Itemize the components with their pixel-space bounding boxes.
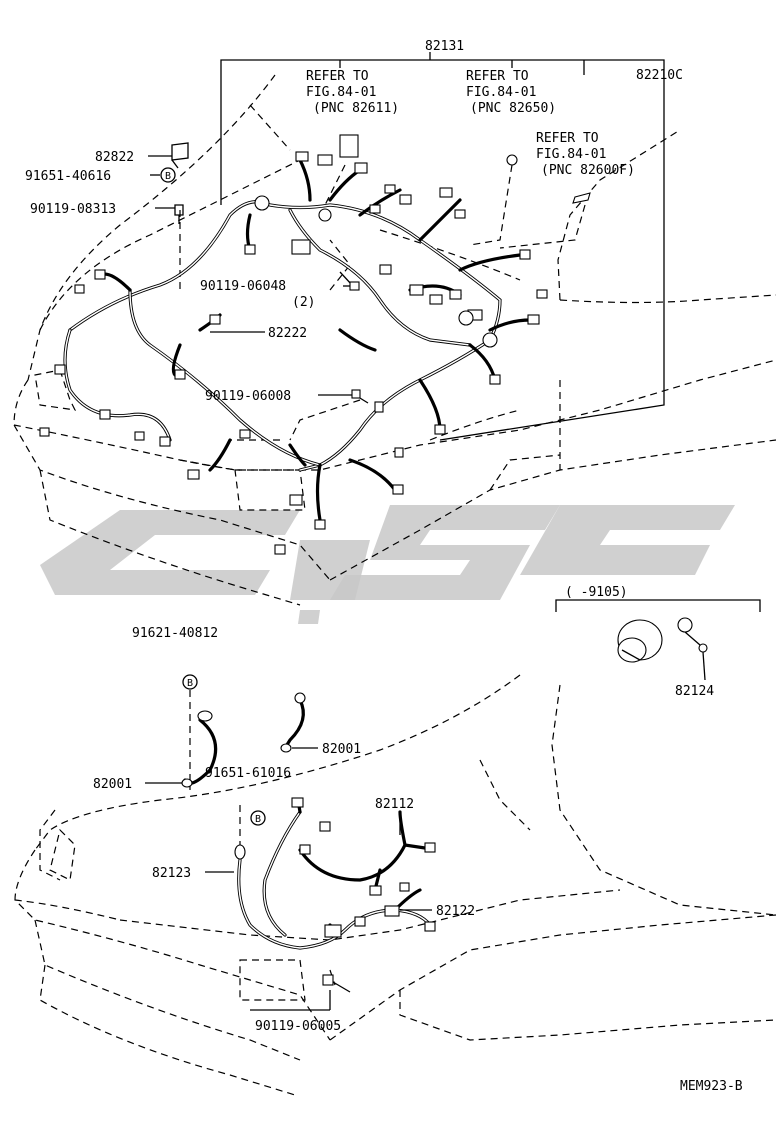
- label-91651-61016: 91651-61016: [205, 766, 291, 781]
- label-91651-40616: 91651-40616: [25, 169, 111, 184]
- label-range-9105: ( -9105): [565, 585, 628, 600]
- label-82131: 82131: [425, 39, 464, 54]
- svg-text:FIG.84-01: FIG.84-01: [466, 85, 536, 100]
- lower-bolt: [322, 974, 351, 993]
- upper-leader-lines: [179, 104, 586, 441]
- svg-text:(PNC 82611): (PNC 82611): [313, 101, 399, 116]
- upper-bolts: [171, 142, 384, 413]
- svg-text:REFER TO: REFER TO: [306, 69, 369, 84]
- svg-text:FIG.84-01: FIG.84-01: [306, 85, 376, 100]
- bolt-badge-mid: B: [182, 674, 198, 690]
- svg-text:REFER TO: REFER TO: [466, 69, 529, 84]
- refer-note-82611: REFER TO FIG.84-01 (PNC 82611): [306, 69, 399, 116]
- top-callout-brackets: [220, 52, 665, 441]
- label-82112: 82112: [375, 797, 414, 812]
- svg-text:FIG.84-01: FIG.84-01: [536, 147, 606, 162]
- label-82001-right: 82001: [322, 742, 361, 757]
- label-82222: 82222: [268, 326, 307, 341]
- label-90119-06005: 90119-06005: [255, 1019, 341, 1034]
- label-91621-40812: 91621-40812: [132, 626, 218, 641]
- upper-connectors: [39, 134, 591, 555]
- label-82001-left: 82001: [93, 777, 132, 792]
- svg-text:B: B: [255, 814, 261, 825]
- svg-text:B: B: [187, 678, 193, 689]
- label-82822: 82822: [95, 150, 134, 165]
- label-82123: 82123: [152, 866, 191, 881]
- svg-text:REFER TO: REFER TO: [536, 131, 599, 146]
- label-90119-06048: 90119-06048: [200, 279, 286, 294]
- svg-text:(PNC 82600F): (PNC 82600F): [541, 163, 635, 178]
- label-82122: 82122: [436, 904, 475, 919]
- label-90119-06008: 90119-06008: [205, 389, 291, 404]
- bolt-badge-top: B: [160, 167, 176, 183]
- bolt-badge-lower: B: [250, 810, 266, 826]
- upper-label-leaders: [148, 155, 352, 396]
- refer-note-82600f: REFER TO FIG.84-01 (PNC 82600F): [536, 131, 635, 178]
- inset-grommet-detail: [555, 599, 761, 681]
- lower-connectors: [181, 692, 436, 938]
- watermark-logo: [40, 505, 735, 624]
- lower-car-body: [14, 674, 776, 1096]
- label-82210c: 82210C: [636, 68, 683, 83]
- svg-text:(PNC 82650): (PNC 82650): [470, 101, 556, 116]
- lower-label-leaders: [145, 747, 432, 1011]
- diagram-code: MEM923-B: [680, 1079, 743, 1094]
- refer-note-82650: REFER TO FIG.84-01 (PNC 82650): [466, 69, 556, 116]
- label-90119-06048-quantity: (2): [292, 295, 315, 310]
- label-82124: 82124: [675, 684, 714, 699]
- svg-text:B: B: [165, 171, 171, 182]
- label-90119-08313: 90119-08313: [30, 202, 116, 217]
